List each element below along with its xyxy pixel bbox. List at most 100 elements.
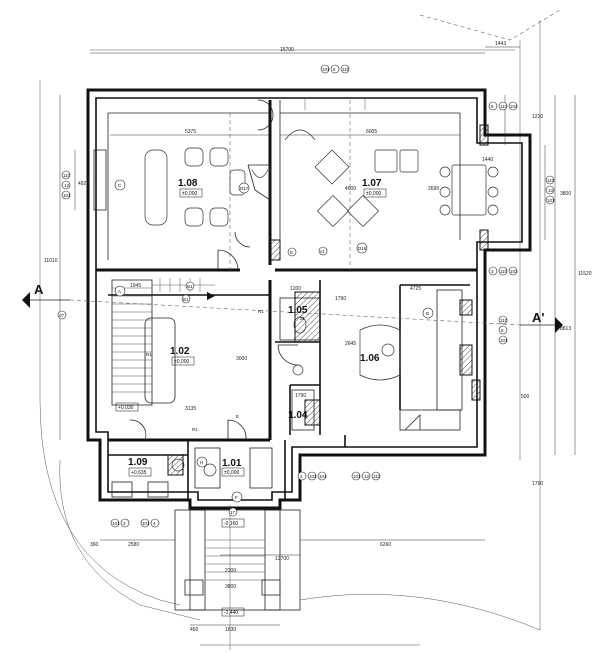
grid-markers: C B A F H E [114,179,434,503]
svg-text:D16: D16 [358,246,367,251]
svg-text:17: 17 [230,510,236,515]
svg-text:3800: 3800 [225,584,236,590]
svg-text:E: E [290,250,293,255]
svg-text:D17: D17 [240,186,249,191]
svg-text:d7: d7 [59,313,65,318]
svg-text:B: B [426,311,429,316]
svg-text:1830: 1830 [225,627,236,633]
svg-text:1.08: 1.08 [178,178,198,189]
svg-text:B1: B1 [183,297,189,302]
reference-tag-entry: 17 [228,507,238,517]
section-label-right: A' [532,310,544,325]
svg-text:±0,000: ±0,000 [366,191,381,197]
svg-text:±0,000: ±0,000 [182,191,197,197]
svg-text:13: 13 [548,188,554,193]
furniture-1-01 [194,447,273,489]
svg-text:360: 360 [90,542,99,548]
svg-text:12700: 12700 [275,556,289,562]
svg-text:-0,160: -0,160 [224,521,238,527]
reference-tag-right-upper: 101 13 110 [545,175,555,205]
svg-text:C: C [118,183,122,188]
svg-text:+0,635: +0,635 [131,470,147,476]
svg-text:110: 110 [547,178,555,183]
svg-text:E: E [236,414,239,419]
svg-text:11520: 11520 [578,271,592,277]
furniture-1-09 [111,458,185,498]
svg-text:A: A [118,289,121,294]
svg-text:1.02: 1.02 [170,346,190,357]
svg-text:1200: 1200 [290,286,301,292]
svg-text:1443: 1443 [495,41,506,47]
svg-text:110: 110 [500,318,508,323]
svg-text:12: 12 [364,474,370,479]
svg-text:6: 6 [333,67,336,72]
reference-tag-west: d7 [57,310,67,320]
svg-text:6: 6 [501,328,504,333]
svg-text:4920: 4920 [78,181,89,187]
room-label-1-01: 1.01 ±0,000 [221,458,245,477]
svg-text:R1: R1 [258,309,264,314]
svg-text:1.09: 1.09 [128,457,148,468]
svg-text:4: 4 [153,521,156,526]
svg-text:2580: 2580 [128,542,139,548]
svg-text:11010: 11010 [44,258,58,264]
room-label-1-06: 1.06 [360,353,380,364]
room-label-1-02: 1.02 ±0,000 [170,346,195,366]
svg-text:2: 2 [300,474,303,479]
room-label-1-04: 1.04 [288,410,308,421]
svg-text:101: 101 [353,474,361,479]
dimension-labels: 15700 1443 5375 6005 1440 1210 3800 1152… [44,41,592,633]
svg-text:101: 101 [319,474,327,479]
structural-columns [167,124,489,476]
door-marks: R1 R1 R1 B1 B1 D17 D16 d1 E v1 [146,182,368,432]
furniture-1-05 [279,297,321,341]
svg-text:101: 101 [112,521,120,526]
svg-text:-1,440: -1,440 [224,610,238,616]
furniture-1-06 [359,289,463,431]
svg-text:v1: v1 [320,249,325,254]
svg-text:8813: 8813 [560,326,571,332]
projection-lines [107,98,461,270]
svg-text:1790: 1790 [295,393,306,399]
svg-text:6005: 6005 [366,129,377,135]
svg-text:101: 101 [500,338,508,343]
svg-text:±0,000: ±0,000 [174,359,189,365]
furniture-1-07 [284,129,499,228]
svg-text:12: 12 [64,183,70,188]
section-label-left: A [34,282,44,297]
svg-text:+0,030: +0,030 [118,405,134,411]
svg-text:2645: 2645 [345,341,356,347]
svg-text:H: H [200,460,203,465]
svg-text:103: 103 [510,269,518,274]
exterior-walls [86,88,532,510]
svg-text:101: 101 [322,67,330,72]
site-lines [39,9,561,646]
reference-tag-top-right: 5 110 103 [488,101,518,111]
svg-text:±0,000: ±0,000 [224,470,239,476]
door-swings [129,99,299,441]
level-markers: +0,030 -0,160 -1,440 [115,402,245,617]
svg-text:3: 3 [491,269,494,274]
svg-text:110: 110 [373,474,381,479]
svg-text:101: 101 [309,474,317,479]
staircase-west [111,278,215,406]
fireplace [247,164,271,201]
svg-text:5: 5 [491,104,494,109]
svg-text:110: 110 [63,173,71,178]
svg-text:R1: R1 [192,427,198,432]
svg-text:2695: 2695 [428,186,439,192]
svg-text:2300: 2300 [225,568,236,574]
svg-text:6260: 6260 [380,542,391,548]
svg-text:3: 3 [123,521,126,526]
svg-text:1210: 1210 [532,114,543,120]
svg-text:500: 500 [521,394,530,400]
svg-text:5375: 5375 [185,129,196,135]
svg-text:1790: 1790 [532,481,543,487]
room-label-1-05: 1.05 [288,305,308,316]
svg-text:1.05: 1.05 [288,305,308,316]
svg-text:101: 101 [63,193,71,198]
svg-text:15700: 15700 [280,47,294,53]
reference-tag-bottom-mid: 101 12 110 [351,471,381,481]
svg-text:110: 110 [342,67,350,72]
